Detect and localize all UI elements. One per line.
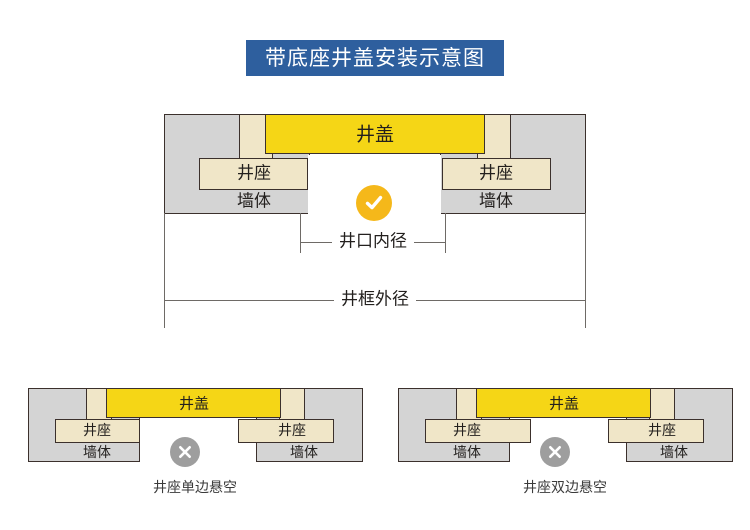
seat-right-overhang-gap: [608, 444, 626, 462]
page-title-banner: 带底座井盖安装示意图: [246, 40, 504, 76]
x-circle-icon: [170, 437, 200, 467]
inner-dim-tick-right: [445, 213, 446, 253]
seat-left-overhang-gap: [510, 444, 532, 462]
wall-left-label: 墙体: [453, 445, 481, 461]
inner-dim-tick-left: [300, 213, 301, 253]
seat-left-ledge: [199, 158, 308, 190]
wall-left-label: 墙体: [83, 445, 111, 461]
cover-label: 井盖: [178, 394, 210, 413]
manhole-cover-slab: [265, 114, 485, 154]
seat-right-riser: [279, 388, 305, 420]
seat-right-label: 井座: [278, 423, 306, 439]
check-circle-icon: [356, 185, 392, 221]
caption-seat-single-side-overhang: 井座单边悬空: [153, 480, 237, 496]
seat-left-label: 井座: [237, 163, 271, 184]
cover-label: 井盖: [548, 394, 580, 413]
seat-right-overhang-gap: [238, 444, 256, 462]
seat-left-label: 井座: [83, 423, 111, 439]
wall-left-label: 墙体: [237, 191, 271, 212]
outer-dim-label: 井框外径: [334, 291, 416, 309]
wall-right-label: 墙体: [290, 445, 318, 461]
wall-right-label: 墙体: [479, 191, 513, 212]
seat-right-label: 井座: [648, 423, 676, 439]
x-circle-icon: [540, 437, 570, 467]
cover-label: 井盖: [355, 123, 395, 146]
bad-diagram-seat-single-side-overhang: 井盖 井座 井座 墙体 墙体: [28, 388, 363, 462]
seat-left-ledge-overhanging: [425, 419, 531, 443]
wall-right-label: 墙体: [660, 445, 688, 461]
seat-right-riser: [649, 388, 675, 420]
page-title: 带底座井盖安装示意图: [265, 45, 485, 70]
seat-right-ledge: [442, 158, 551, 190]
seat-left-label: 井座: [453, 423, 481, 439]
outer-dim-tick-left: [164, 213, 165, 328]
manhole-cover-slab: [476, 388, 651, 418]
main-diagram-correct-installation: 井盖 井座 井座 墙体 墙体: [164, 114, 586, 215]
caption-seat-double-side-overhang: 井座双边悬空: [523, 480, 607, 496]
seat-right-label: 井座: [479, 163, 513, 184]
seat-left-ledge: [55, 419, 140, 443]
inner-dim-label: 井口内径: [332, 233, 414, 251]
outer-dim-tick-right: [585, 213, 586, 328]
seat-right-ledge-overhanging: [238, 419, 334, 443]
seat-right-ledge-overhanging: [608, 419, 704, 443]
bad-diagram-seat-double-side-overhang: 井盖 井座 井座 墙体 墙体: [398, 388, 733, 462]
manhole-cover-slab: [106, 388, 281, 418]
